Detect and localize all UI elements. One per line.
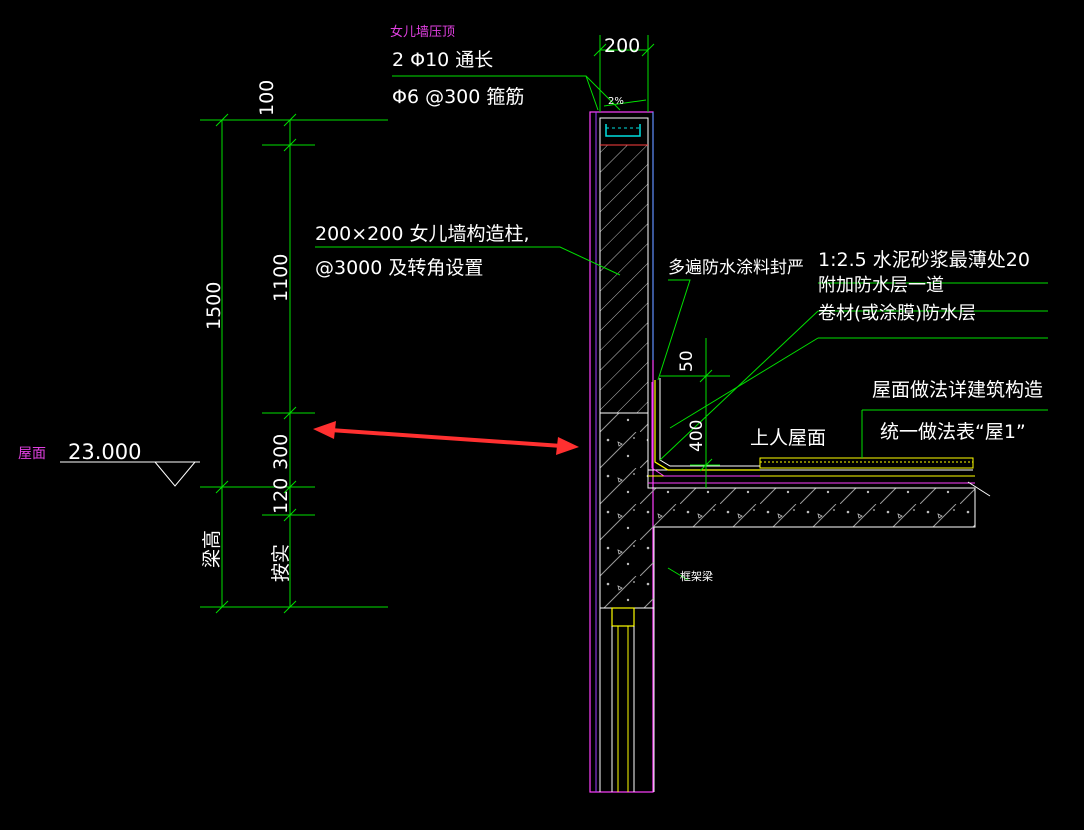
dim-100: 100 [256, 80, 278, 116]
slope-label: 2% [608, 96, 624, 107]
top-width-dim: 200 [604, 35, 640, 57]
dim-50: 50 [677, 350, 697, 372]
accessible-roof-label: 上人屋面 [750, 427, 826, 449]
roof-elevation: 23.000 [68, 440, 141, 464]
mortar-note: 1:2.5 水泥砂浆最薄处20 [818, 249, 1030, 271]
column-note-line1: 200×200 女儿墙构造柱, [315, 223, 530, 245]
roof-buildup [648, 378, 974, 477]
as-actual-label: 按实 [270, 544, 292, 582]
roof-method-line1: 屋面做法详建筑构造 [872, 379, 1043, 401]
dim-1500: 1500 [203, 282, 225, 330]
dim-120: 120 [270, 478, 292, 514]
coping-title: 女儿墙压顶 [390, 24, 455, 40]
extra-waterproof-note: 附加防水层一道 [818, 275, 944, 296]
left-dimension-chain [200, 113, 388, 614]
roof-label: 屋面 [18, 446, 46, 462]
membrane-note: 卷材(或涂膜)防水层 [818, 303, 976, 324]
red-double-arrow [313, 421, 579, 455]
frame-beam-label: 框架梁 [680, 569, 713, 583]
roof-method-line2: 统一做法表“屋1” [880, 421, 1026, 443]
rebar-stirrup-label: Φ6 @300 箍筋 [392, 86, 524, 108]
dim-300: 300 [270, 434, 292, 470]
beam-height-label: 梁高 [201, 530, 223, 568]
rebar-long-label: 2 Φ10 通长 [392, 49, 493, 71]
seal-note: 多遍防水涂料封严 [668, 258, 804, 278]
column-note-line2: @3000 及转角设置 [315, 257, 483, 279]
dim-400: 400 [687, 420, 707, 452]
roof-level-marker [60, 461, 200, 487]
leader-lines [315, 35, 1048, 581]
dim-1100: 1100 [270, 254, 292, 302]
